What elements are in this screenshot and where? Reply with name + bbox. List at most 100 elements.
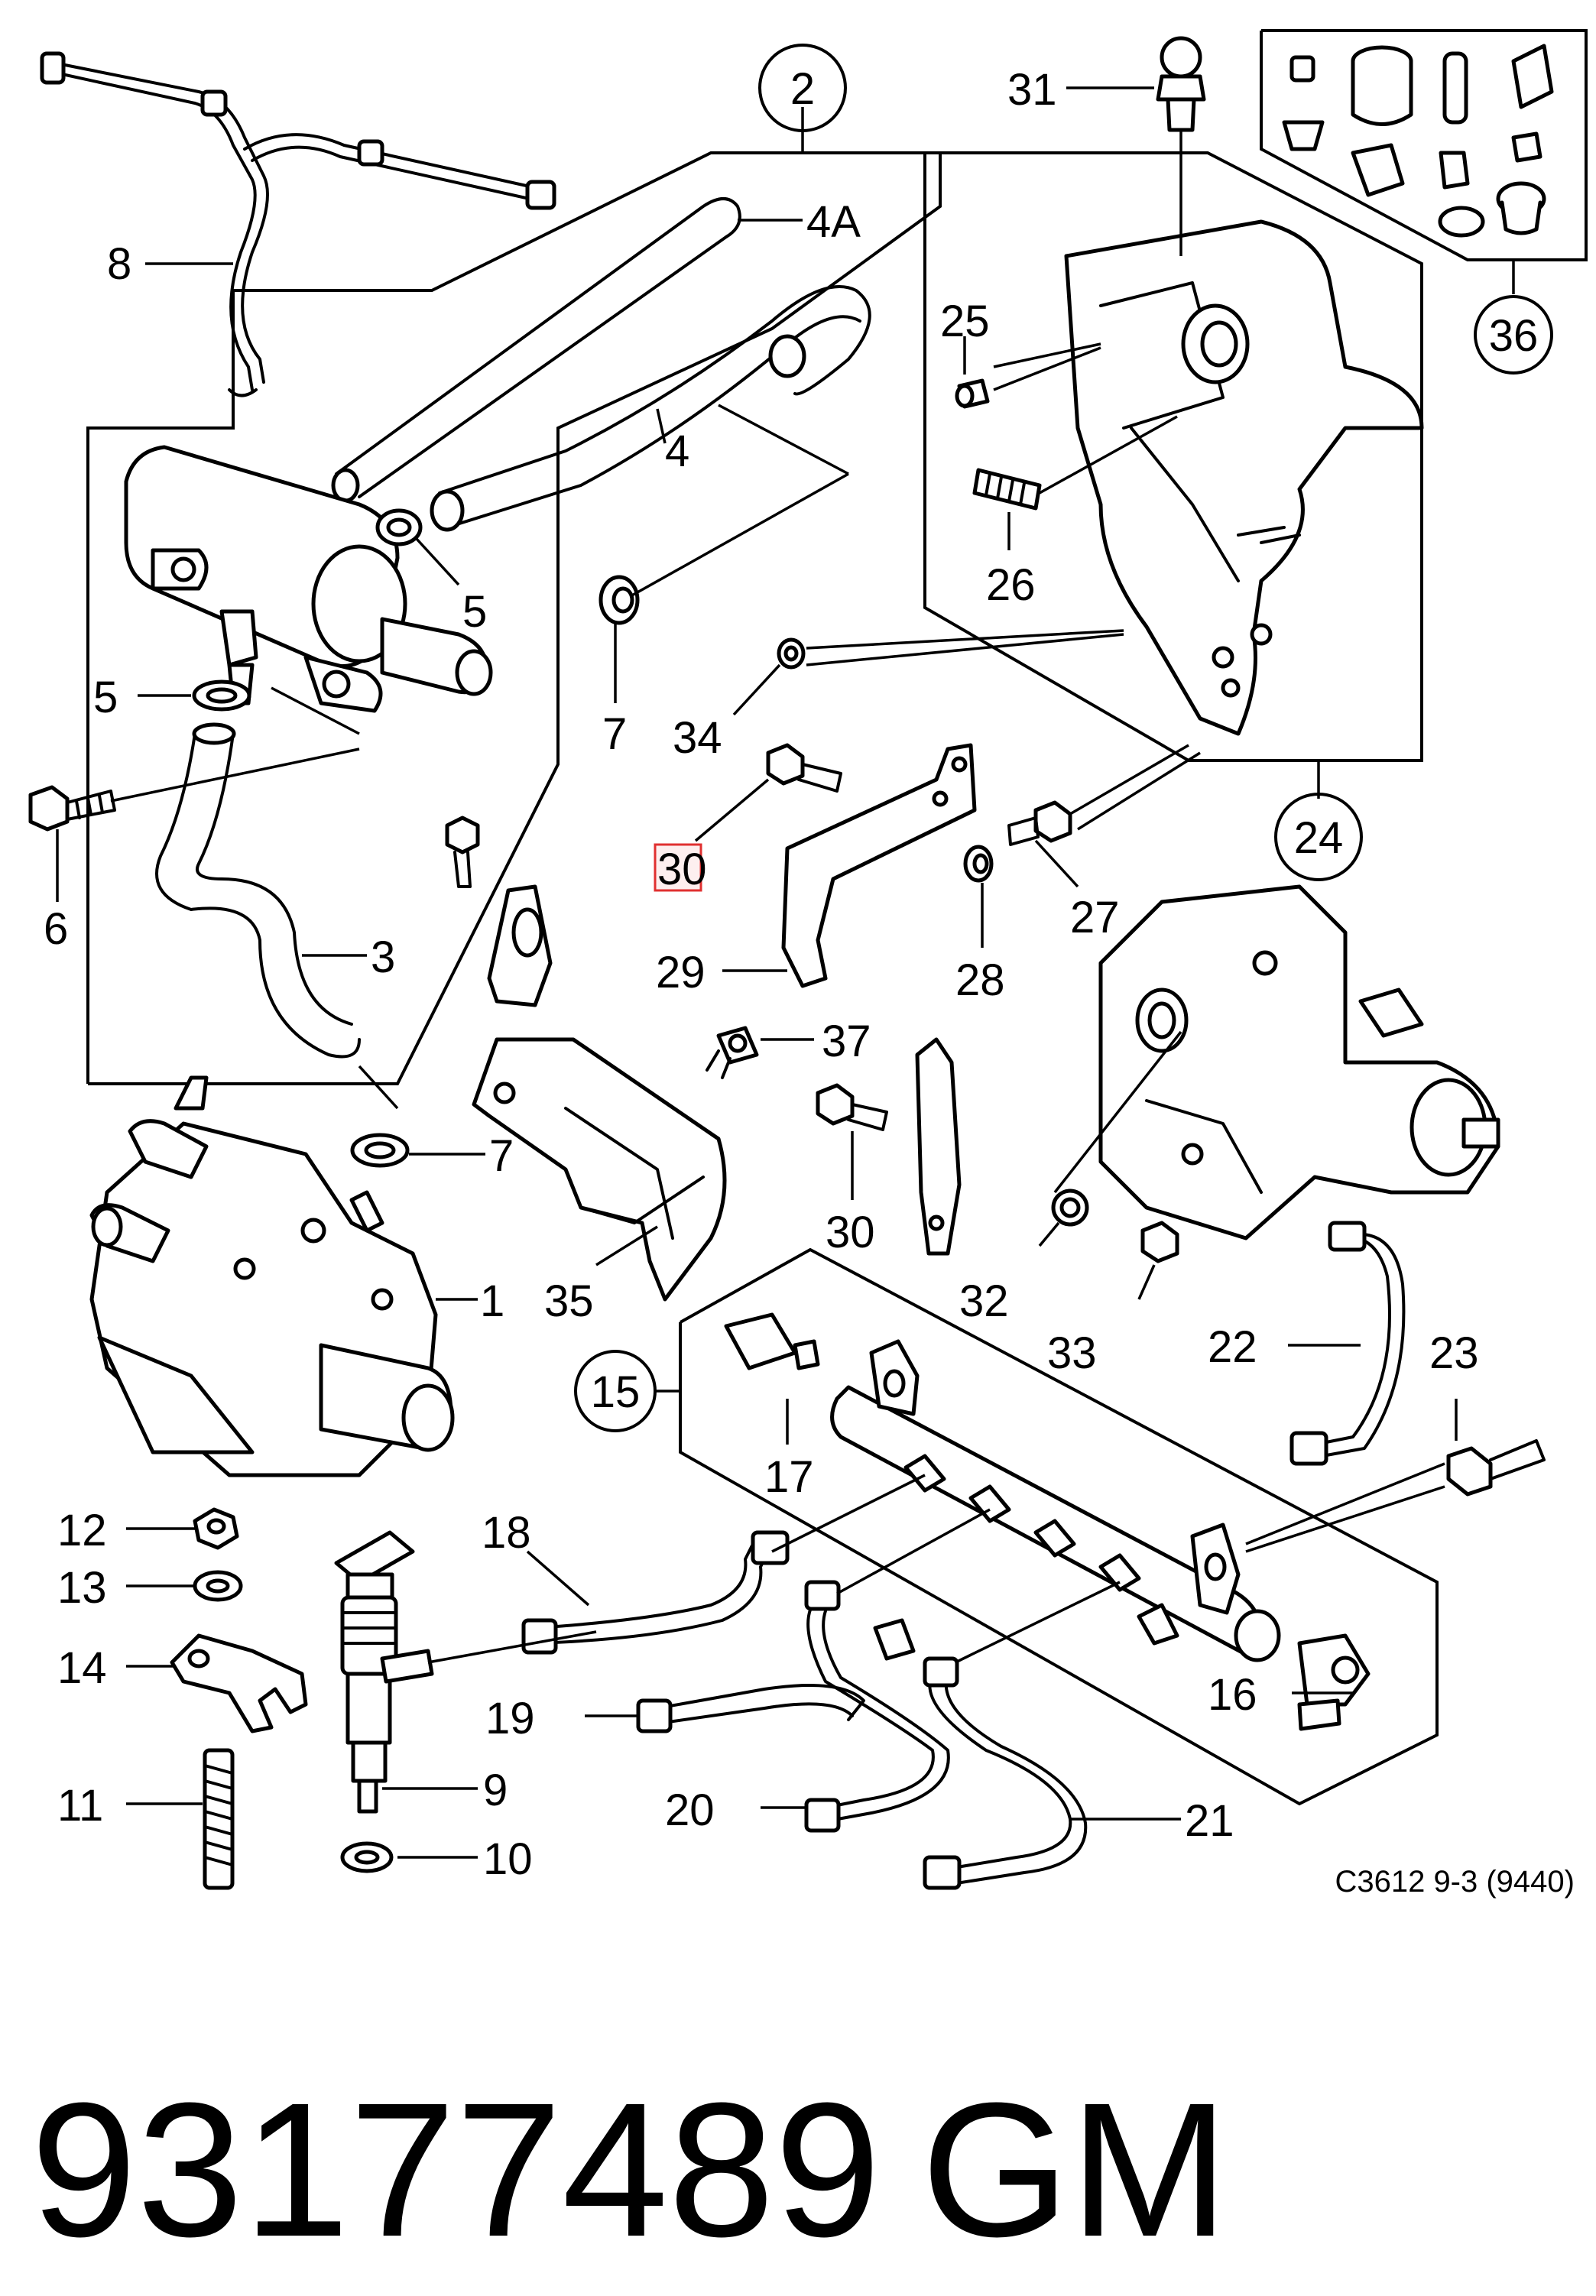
callout-10: 10 [483,1834,533,1884]
strap-bracket [915,1037,962,1256]
group-circle-15 [574,1350,657,1432]
callout-27: 27 [1070,893,1120,942]
highlight-box [654,843,702,892]
callout-17: 17 [764,1452,814,1502]
hose-clamp-5-upper [375,508,423,546]
hose-clamp-7-upper [598,575,640,625]
callout-36: 36 [1489,311,1539,361]
stud-26 [972,468,1042,511]
callout-9: 9 [483,1766,508,1815]
callout-2: 2 [790,64,815,114]
pressure-pipe-22 [1289,1221,1406,1466]
pressure-valve-16 [1297,1633,1371,1731]
fuel-filter-housing [124,445,493,713]
clamp-14 [170,1633,308,1733]
pressure-sensor-17 [724,1312,820,1370]
fitting-37 [706,1026,759,1079]
bolt-23 [1446,1439,1546,1497]
callout-3: 3 [371,932,395,982]
bolt-30-upper [766,743,842,793]
callout-13: 13 [57,1563,107,1613]
washer-10 [340,1841,394,1873]
diagram-reference: C3612 9-3 (9440) [1335,1865,1575,1899]
callout-8: 8 [107,239,131,289]
callout-15: 15 [591,1367,641,1417]
callout-6: 6 [44,904,68,954]
callout-30-lower: 30 [826,1208,875,1257]
callout-19: 19 [485,1694,535,1743]
callout-22: 22 [1208,1322,1257,1372]
pipe-stub [873,1618,916,1661]
bolt-27 [1007,800,1072,846]
group-15-frame [679,1247,1439,1806]
nut-12 [193,1507,239,1550]
callout-28: 28 [955,955,1005,1005]
bolt-30-lower [816,1083,888,1131]
callout-30-upper: 30 [657,845,707,894]
high-pressure-pump-1 [89,1075,455,1477]
fuel-rail-15 [830,1339,1281,1662]
group-circle-2 [758,44,847,132]
group-circle-36 [1474,295,1553,375]
leader-lines [56,86,1458,1859]
callout-23: 23 [1429,1328,1479,1378]
callout-24: 24 [1294,813,1344,863]
washer-13 [193,1570,243,1602]
brand-name: GM [921,2063,1229,2276]
callout-7-lower: 7 [489,1131,514,1181]
injection-pipe-20 [804,1580,950,1833]
callout-26: 26 [986,560,1036,610]
stud-11 [203,1748,235,1890]
callout-16: 16 [1208,1670,1257,1720]
callout-35: 35 [544,1276,594,1326]
callout-29: 29 [656,948,706,997]
hardware-kit-36 [1282,44,1554,238]
fuel-hose-3 [155,722,361,1059]
callout-5-lower: 5 [93,673,118,722]
hose-clamp-7-lower [350,1133,410,1168]
callout-33: 33 [1047,1328,1097,1378]
bracket-29 [781,743,977,988]
callout-21: 21 [1185,1796,1234,1846]
callout-4a: 4A [806,197,861,247]
washer-28 [963,845,994,883]
callout-14: 14 [57,1643,107,1693]
callout-4: 4 [665,426,689,476]
hose-4 [430,285,871,532]
part-number: 93177489 [31,2063,881,2276]
callout-25: 25 [940,297,990,346]
group-24-frame [923,151,1423,762]
injection-pipe-21 [923,1656,1088,1890]
callout-37: 37 [822,1017,871,1066]
o-ring-34 [777,637,806,670]
callout-34: 34 [673,713,722,763]
callout-1: 1 [480,1276,504,1326]
callout-31: 31 [1007,65,1057,115]
callout-11: 11 [57,1781,103,1831]
callout-12: 12 [57,1506,107,1555]
injector-9 [334,1530,434,1814]
spacer-25 [955,378,990,409]
callout-7-upper: 7 [602,709,627,759]
seal-ring-32 [1051,1189,1089,1227]
group-circle-24 [1274,793,1363,881]
injection-pipe-18 [521,1530,790,1655]
callout-18: 18 [482,1508,531,1558]
bolt-6 [28,785,116,832]
return-pipe-8 [40,51,556,397]
high-pressure-pump-right [1098,884,1500,1240]
callout-32: 32 [959,1276,1009,1326]
heat-shield-35 [472,1037,727,1302]
callout-5-upper: 5 [462,587,487,637]
bolt-upper-left [445,816,480,888]
hose-clamp-5-lower [192,679,251,712]
callout-20: 20 [665,1785,715,1835]
engine-bracket-24 [1064,219,1424,736]
ball-stud-31 [1156,36,1206,132]
nut-33 [1140,1221,1179,1263]
group-36-frame [1260,29,1588,261]
mount-bracket [487,884,553,1007]
injection-pipe-19 [636,1684,865,1733]
